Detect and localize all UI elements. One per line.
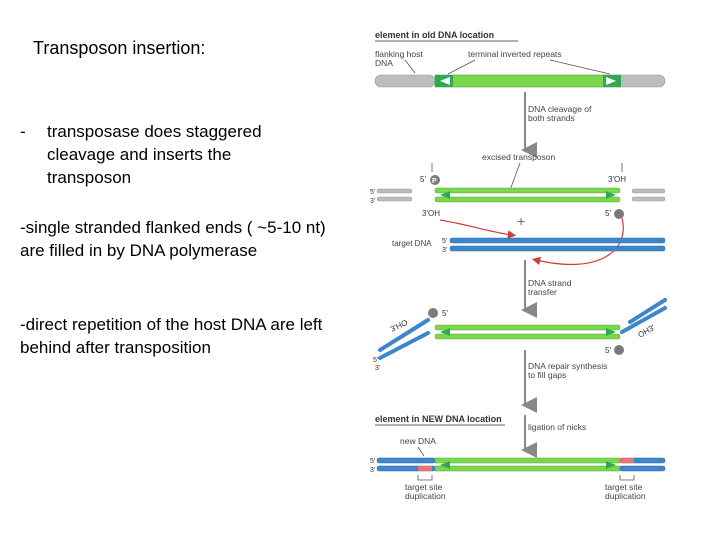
label-oh3-right: OH3' [637, 323, 657, 340]
bullet-direct-repetition: -direct repetition of the host DNA are l… [20, 315, 323, 357]
repeat-arrow-left-transfer [440, 328, 450, 336]
label-target-3: 3' [442, 247, 447, 254]
label-line-2: transfer [528, 287, 557, 297]
label-line-2: DNA [375, 58, 393, 68]
label-target-dna: target DNA [392, 239, 432, 248]
host-stub-left-bottom [376, 196, 413, 202]
repeat-arrow-right-excised [606, 191, 616, 199]
label-5-final: 5' [370, 458, 375, 465]
target-final-right-bottom [619, 465, 666, 472]
slide-title: Transposon insertion: [33, 38, 206, 58]
label-5-end-right: 5' [605, 209, 611, 218]
phosphate-left-top [430, 175, 440, 185]
target-arm-right-bottom [620, 306, 667, 334]
new-dna-left [418, 466, 432, 471]
transposon-final-top [434, 457, 621, 464]
label-3-final: 3' [370, 467, 375, 474]
label-5-end: 5' [370, 189, 375, 196]
target-arm-left-top [378, 318, 430, 352]
repeat-arrow-left-excised [440, 191, 450, 199]
pointer-repeat-left [447, 59, 476, 75]
repeat-arrow-left-final [440, 461, 450, 469]
repeat-arrow-right-final [606, 461, 616, 469]
bullet-transposase: - transposase does staggered cleavage an… [20, 120, 320, 189]
bullet-dash: - [20, 122, 26, 141]
label-3-transfer-left: 3' [375, 365, 380, 372]
label-repair-step: DNA repair synthesis to fill gaps [528, 361, 610, 380]
target-arm-right-top [628, 298, 667, 324]
transposon-transfer-bottom [434, 333, 621, 340]
label-old-location: element in old DNA location [375, 30, 494, 40]
target-dna-top [449, 237, 666, 244]
phosphate-symbol: P [432, 178, 437, 185]
label-flanking-host-dna: flanking host DNA [375, 49, 425, 68]
phosphate-left-transfer [428, 308, 438, 318]
target-arm-left-bottom [378, 331, 430, 360]
bullet-single-stranded-ends: -single stranded flanked ends ( ~5-10 nt… [20, 218, 326, 260]
phosphate-right-bottom [614, 209, 624, 219]
label-target-5: 5' [442, 238, 447, 245]
phosphate-right-transfer [614, 345, 624, 355]
target-final-left-top [376, 457, 436, 464]
pointer-host [404, 59, 416, 74]
transposon-final-bottom [434, 465, 621, 472]
label-line-2: both strands [528, 113, 575, 123]
label-ligation-step: ligation of nicks [528, 422, 586, 432]
label-new-dna: new DNA [400, 436, 436, 446]
repeat-arrow-left-old [440, 77, 450, 85]
label-5-top-transfer: 5' [442, 309, 448, 318]
host-dna-right [614, 74, 666, 88]
transposon-old [434, 74, 621, 88]
label-line-2: duplication [405, 491, 446, 501]
plus-sign: + [517, 213, 525, 229]
label-transfer-step: DNA strand transfer [528, 278, 574, 297]
strand-transfer-arrow-left [439, 219, 517, 239]
label-excised-transposon: excised transposon [482, 152, 556, 162]
label-5-bottom-transfer: 5' [605, 346, 611, 355]
host-stub-left-top [376, 188, 413, 194]
label-3-end: 3' [370, 198, 375, 205]
label-tsd-left: target site duplication [405, 482, 446, 501]
transposon-excised-top [434, 187, 621, 194]
label-new-location: element in NEW DNA location [375, 414, 502, 424]
strand-transfer-arrow-right [531, 217, 624, 266]
label-terminal-repeats: terminal inverted repeats [468, 49, 562, 59]
pointer-repeat-right [549, 59, 611, 75]
pointer-new-dna [417, 446, 425, 457]
host-stub-right-top [631, 188, 666, 194]
label-3oh-left-bottom: 3'OH [422, 209, 440, 218]
label-5-end-left: 5' [420, 175, 426, 184]
repeat-arrow-right-old [606, 77, 616, 85]
transposon-transfer-top [434, 324, 621, 331]
label-tsd-right: target site duplication [605, 482, 646, 501]
pointer-excised [509, 162, 521, 191]
bullet-text-transposase: transposase does staggered cleavage and … [47, 122, 262, 187]
label-line-2: duplication [605, 491, 646, 501]
repeat-arrow-right-transfer [606, 328, 616, 336]
label-5-transfer-left: 5' [373, 357, 378, 364]
label-line-2: to fill gaps [528, 370, 566, 380]
host-stub-right-bottom [631, 196, 666, 202]
label-cleavage-step: DNA cleavage of both strands [528, 104, 594, 123]
host-dna-left [374, 74, 436, 88]
new-dna-right [620, 458, 634, 463]
transposon-insertion-diagram: element in old DNA location flanking hos… [370, 30, 667, 501]
label-3oh-right-top: 3'OH [608, 175, 626, 184]
target-dna-bottom [449, 245, 666, 252]
tsd-bracket-left [417, 475, 433, 481]
transposon-excised-bottom [434, 196, 621, 203]
tsd-bracket-right [619, 475, 635, 481]
